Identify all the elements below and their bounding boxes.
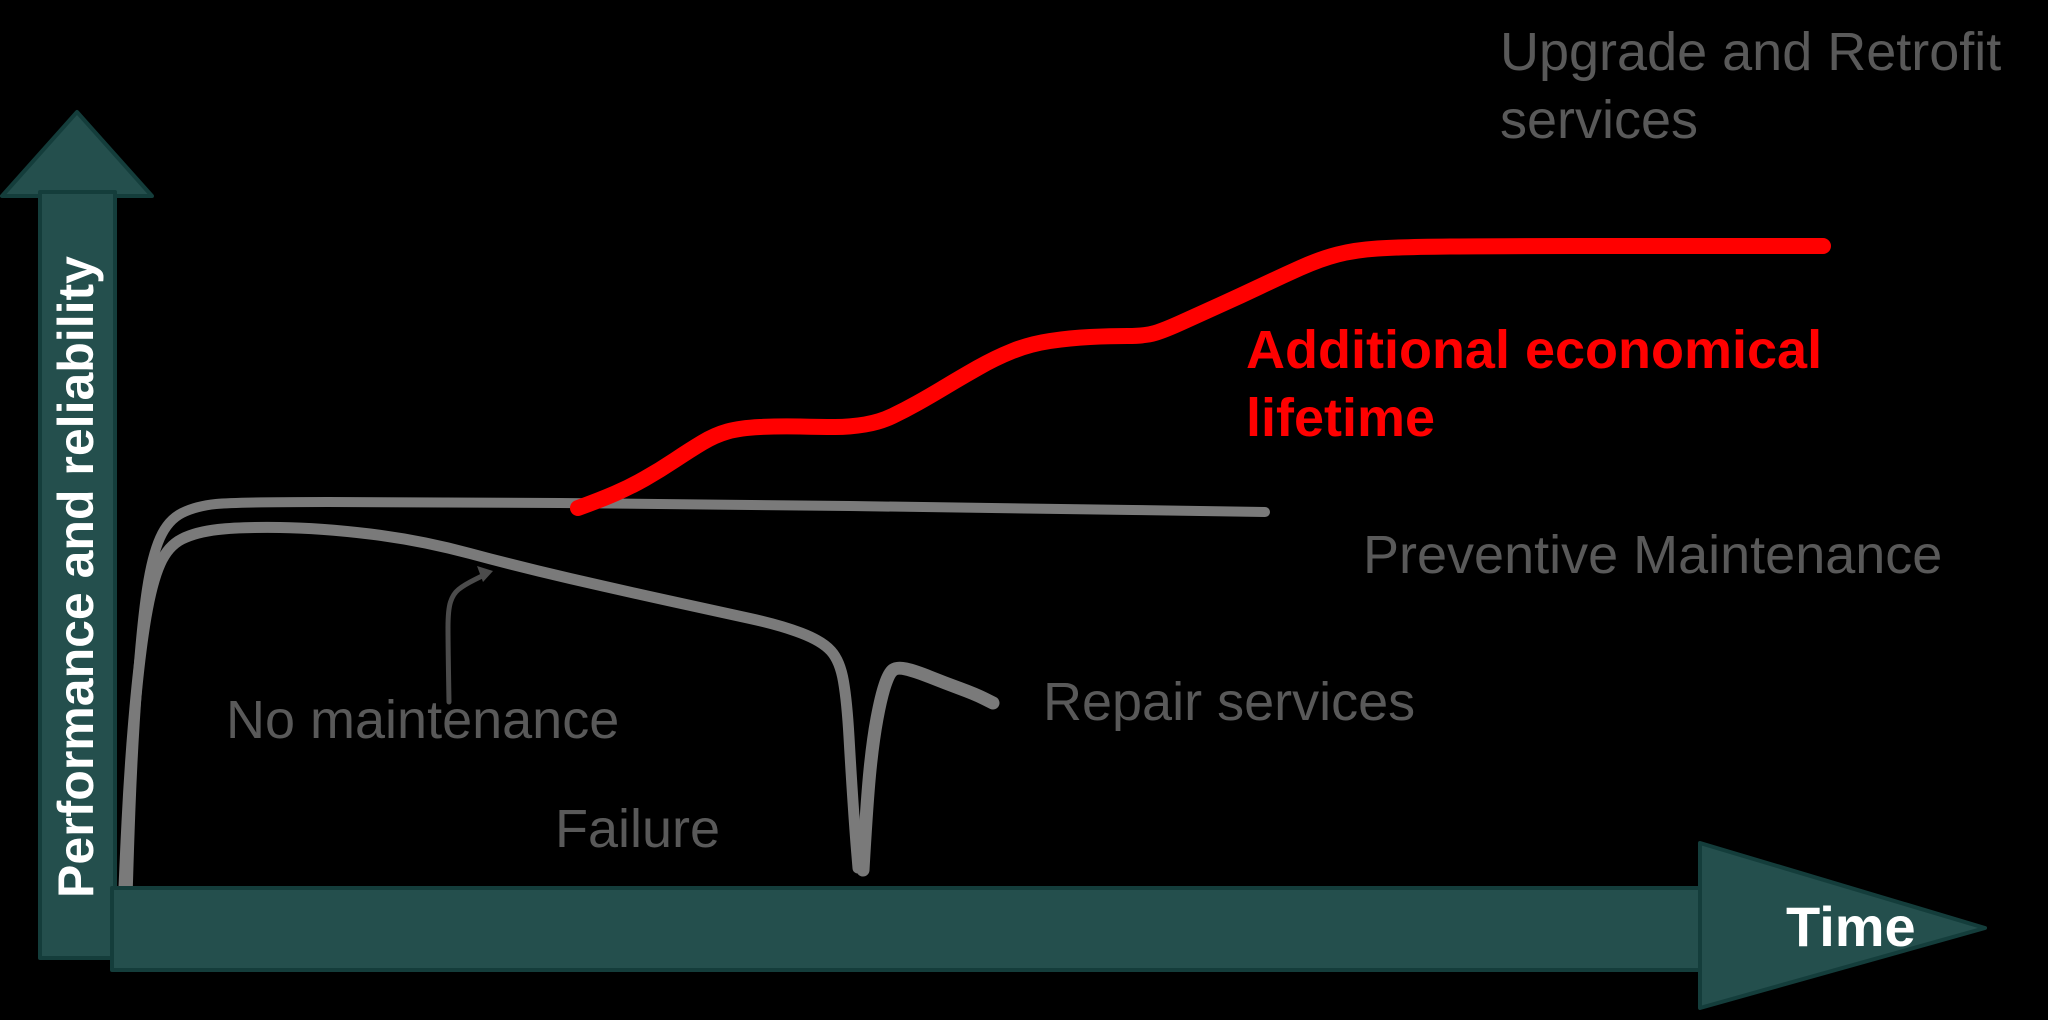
y-axis-arrowhead-icon <box>0 110 154 198</box>
y-axis-title-text: Performance and reliability <box>48 256 104 898</box>
leader-arrowhead-icon <box>477 566 493 582</box>
failure-label: Failure <box>555 799 721 859</box>
curve-annotation-leader <box>445 571 489 705</box>
curve-upgrade-retrofit <box>570 237 1831 516</box>
y-axis-shaft <box>38 190 117 960</box>
curve-repair-services <box>856 661 1000 877</box>
repair-services-label: Repair services <box>1043 672 1416 732</box>
x-axis-shaft <box>110 886 1704 972</box>
x-axis-arrowhead-icon <box>1698 841 1987 1010</box>
curve-no-maintenance <box>115 521 864 971</box>
axes-group <box>0 110 1987 1010</box>
upgrade-retrofit-label: Upgrade and Retrofit services <box>1500 22 2002 151</box>
x-axis-title: Time <box>1786 895 1916 958</box>
no-maintenance-label: No maintenance <box>226 690 620 750</box>
additional-economical-lifetime-label: Additional economical lifetime <box>1246 320 1823 449</box>
curves-group <box>115 237 1831 971</box>
preventive-maintenance-label: Preventive Maintenance <box>1363 525 1943 585</box>
y-axis-title: Performance and reliability <box>36 196 116 958</box>
